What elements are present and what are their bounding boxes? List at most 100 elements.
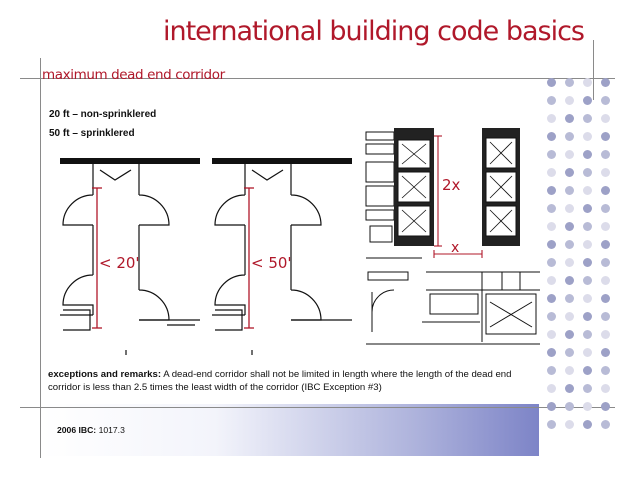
corridor-diagram-50ft: < 50': [212, 158, 352, 355]
decorative-dot: [583, 204, 592, 213]
decorative-dot: [547, 348, 556, 357]
code-reference-value: 1017.3: [98, 425, 125, 435]
decorative-dot: [583, 222, 592, 231]
decorative-dot: [547, 186, 556, 195]
decorative-dot: [547, 240, 556, 249]
decorative-dot: [601, 312, 610, 321]
decorative-dot: [565, 204, 574, 213]
decorative-dot: [601, 96, 610, 105]
decorative-dot: [601, 132, 610, 141]
decorative-dot: [547, 366, 556, 375]
decorative-dot: [583, 150, 592, 159]
decorative-dot: [601, 348, 610, 357]
left-rule: [40, 58, 41, 458]
slide-title: international building code basics: [162, 16, 585, 47]
top-rule: [20, 78, 615, 79]
decorative-dot: [547, 294, 556, 303]
decorative-dot: [547, 330, 556, 339]
decorative-dot: [583, 114, 592, 123]
slide-subtitle: maximum dead end corridor: [42, 67, 225, 83]
decorative-dot: [583, 420, 592, 429]
decorative-dot: [565, 168, 574, 177]
decorative-dot: [565, 276, 574, 285]
decorative-dot: [583, 132, 592, 141]
decorative-dot: [601, 150, 610, 159]
right-rule: [593, 40, 594, 100]
decorative-dot: [601, 78, 610, 87]
decorative-dot: [547, 204, 556, 213]
corridor-diagram-20ft: < 20': [60, 158, 200, 355]
decorative-dot: [565, 294, 574, 303]
code-reference-label: 2006 IBC:: [57, 425, 97, 435]
decorative-dot: [601, 276, 610, 285]
decorative-dot: [601, 294, 610, 303]
decorative-dot: [547, 420, 556, 429]
decorative-dot: [583, 258, 592, 267]
decorative-dot: [583, 168, 592, 177]
dimension-label-2x: 2x: [442, 176, 461, 194]
footer-rule: [20, 407, 615, 408]
decorative-dot: [583, 78, 592, 87]
decorative-dot: [565, 132, 574, 141]
decorative-dot: [565, 366, 574, 375]
decorative-dot: [601, 384, 610, 393]
decorative-dot: [565, 420, 574, 429]
decorative-dot: [601, 402, 610, 411]
decorative-dot: [547, 168, 556, 177]
non-sprinklered-limit: 20 ft – non-sprinklered: [49, 109, 157, 120]
decorative-dot: [601, 114, 610, 123]
remarks-label: exceptions and remarks:: [48, 369, 162, 380]
decorative-dot: [601, 420, 610, 429]
decorative-dot: [565, 330, 574, 339]
decorative-dot: [565, 258, 574, 267]
decorative-dot: [583, 366, 592, 375]
decorative-dot: [601, 168, 610, 177]
decorative-dot: [565, 312, 574, 321]
footer-band: [41, 404, 539, 456]
decorative-dot: [601, 258, 610, 267]
sprinklered-limit: 50 ft – sprinklered: [49, 128, 135, 139]
decorative-dot: [565, 222, 574, 231]
decorative-dot: [547, 222, 556, 231]
exceptions-remarks: exceptions and remarks: A dead-end corri…: [48, 368, 528, 394]
decorative-dot: [583, 384, 592, 393]
remarks-text: A dead-end corridor shall not be limited…: [48, 369, 512, 393]
decorative-dot: [565, 78, 574, 87]
decorative-dot: [583, 402, 592, 411]
decorative-dot: [601, 222, 610, 231]
decorative-dot: [547, 276, 556, 285]
decorative-dot: [547, 150, 556, 159]
decorative-dot: [583, 276, 592, 285]
distance-label-20: < 20': [99, 254, 140, 272]
decorative-dot: [565, 150, 574, 159]
decorative-dot: [547, 78, 556, 87]
distance-label-50: < 50': [251, 254, 292, 272]
decorative-dot: [565, 240, 574, 249]
decorative-dot: [565, 384, 574, 393]
decorative-dot: [601, 330, 610, 339]
decorative-dot: [565, 402, 574, 411]
decorative-dot: [547, 384, 556, 393]
decorative-dot: [601, 186, 610, 195]
decorative-dot: [547, 312, 556, 321]
decorative-dot: [565, 114, 574, 123]
decorative-dot: [547, 258, 556, 267]
decorative-dot: [565, 96, 574, 105]
decorative-dot: [565, 348, 574, 357]
decorative-dot: [583, 294, 592, 303]
decorative-dot: [583, 186, 592, 195]
decorative-dot: [565, 186, 574, 195]
decorative-dot: [547, 96, 556, 105]
decorative-dot: [583, 240, 592, 249]
decorative-dot: [583, 330, 592, 339]
floor-plan-diagram: 2x x: [365, 128, 540, 345]
decorative-dot: [547, 132, 556, 141]
decorative-dot: [583, 348, 592, 357]
decorative-dot: [601, 204, 610, 213]
decorative-dot: [583, 96, 592, 105]
decorative-dot: [547, 114, 556, 123]
decorative-dot: [601, 366, 610, 375]
dimension-label-x: x: [451, 240, 459, 256]
decorative-dot: [583, 312, 592, 321]
